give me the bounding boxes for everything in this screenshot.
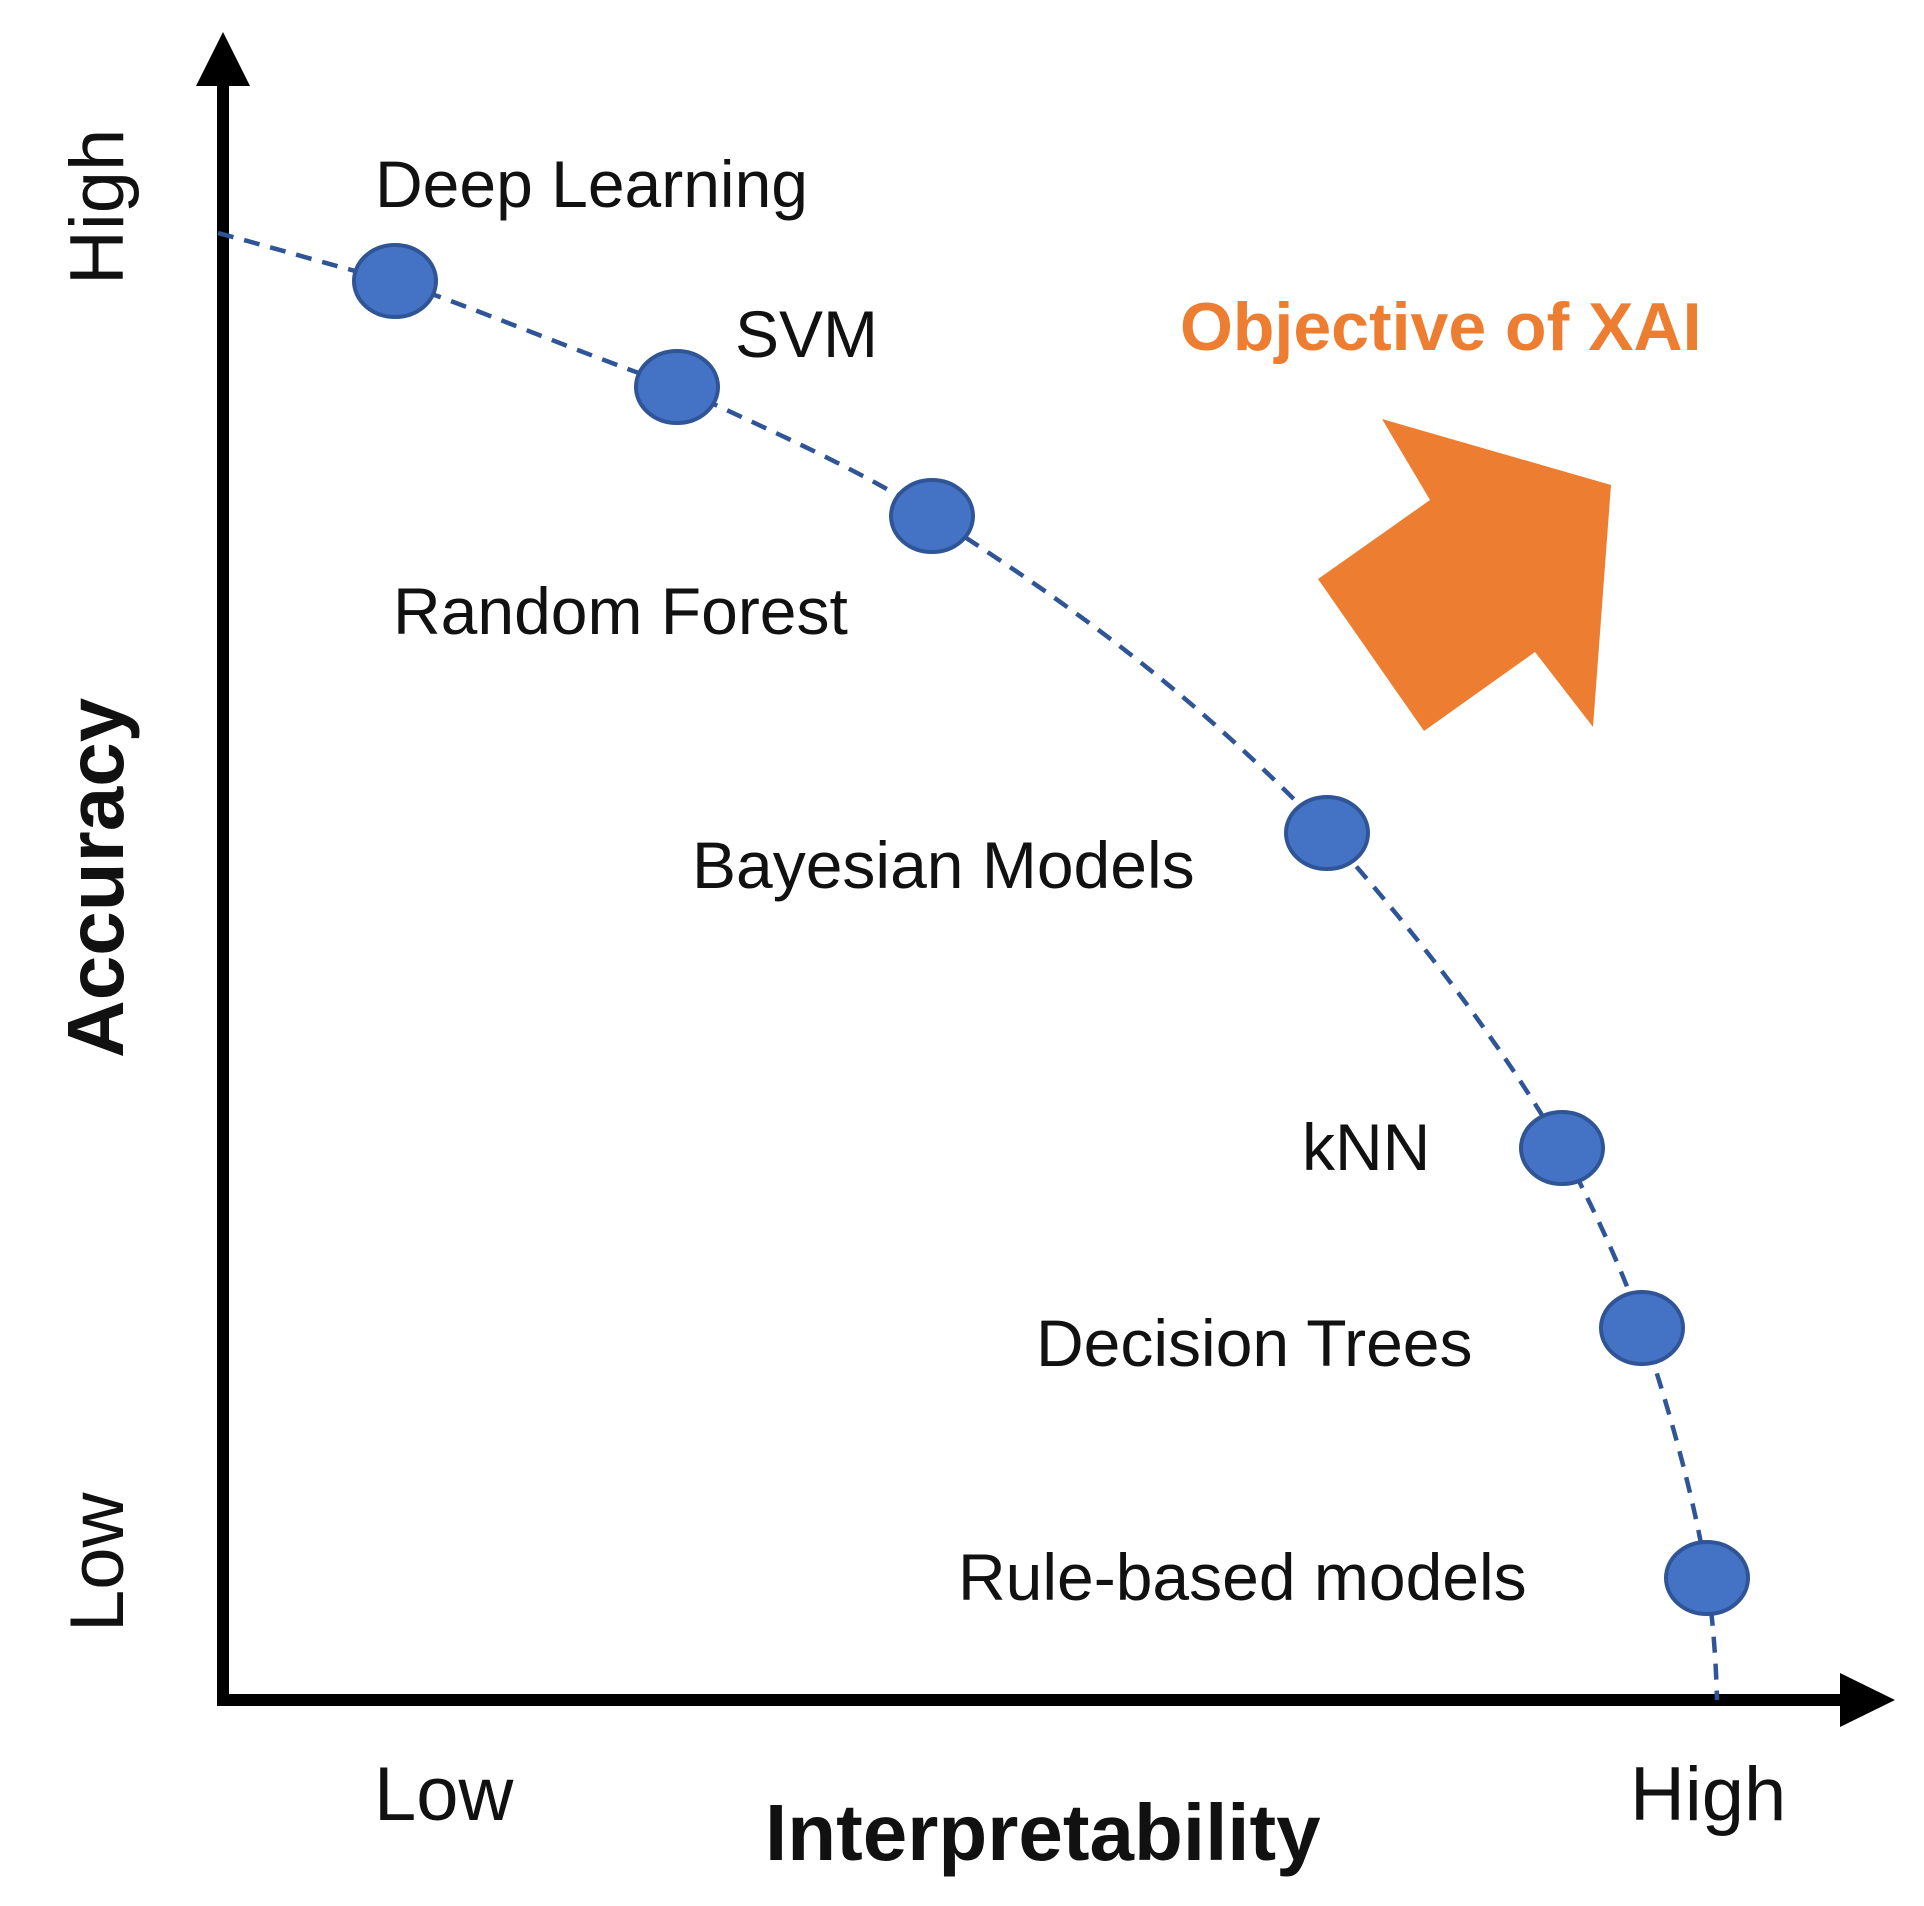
y-high-label: High xyxy=(55,129,140,285)
tradeoff-curve xyxy=(217,230,1720,1701)
label-deep-learning: Deep Learning xyxy=(375,147,808,221)
y-low-label: Low xyxy=(55,1491,140,1632)
point-decision-trees xyxy=(1599,1290,1685,1366)
label-random-forest: Random Forest xyxy=(393,574,848,648)
point-bayesian-models xyxy=(1284,795,1370,871)
label-svm: SVM xyxy=(735,297,878,371)
label-rule-based-models: Rule-based models xyxy=(958,1540,1527,1614)
y-axis-title: Accuracy xyxy=(51,697,140,1058)
x-axis-title: Interpretability xyxy=(765,1788,1321,1877)
point-svm xyxy=(634,349,720,425)
objective-label: Objective of XAI xyxy=(1180,289,1701,365)
x-high-label: High xyxy=(1630,1752,1786,1837)
point-random-forest xyxy=(889,478,975,554)
x-axis-arrowhead xyxy=(1840,1673,1895,1727)
label-decision-trees: Decision Trees xyxy=(1036,1306,1473,1380)
point-deep-learning xyxy=(352,243,438,319)
objective-arrow xyxy=(1318,419,1611,731)
label-bayesian-models: Bayesian Models xyxy=(692,828,1195,902)
x-low-label: Low xyxy=(374,1752,515,1837)
point-knn xyxy=(1519,1110,1605,1186)
point-rule-based-models xyxy=(1664,1540,1750,1616)
y-axis-arrowhead xyxy=(196,32,250,86)
label-knn: kNN xyxy=(1302,1110,1430,1184)
